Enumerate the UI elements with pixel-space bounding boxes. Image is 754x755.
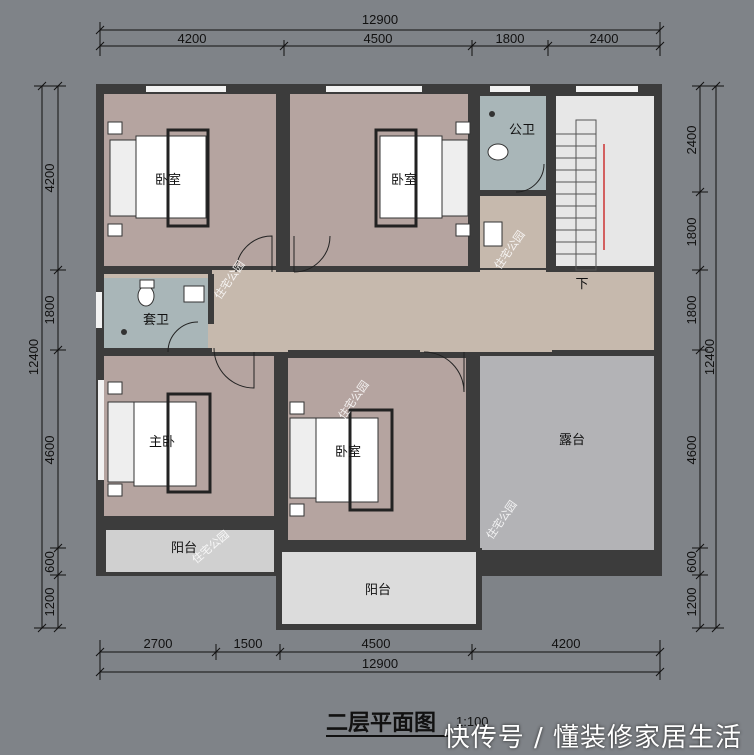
stair-treads: [556, 119, 605, 271]
dim-left-3: 4600: [42, 436, 57, 465]
dim-bottom-4: 4200: [552, 636, 581, 651]
right-dimensions: [692, 81, 724, 633]
stair-down-label: 下: [575, 277, 588, 292]
door-swings: [167, 163, 545, 393]
room-label-public-bath: 公卫: [509, 123, 535, 138]
public-bath: [480, 96, 546, 192]
bed-top-mid: [374, 128, 469, 228]
dim-top-4: 2400: [590, 31, 619, 46]
dim-right-2: 1800: [684, 218, 699, 247]
bed-top-left: [109, 128, 210, 228]
staircase: [556, 96, 654, 266]
drawing-title: 二层平面图: [326, 711, 436, 736]
dim-right-total: 12400: [702, 339, 717, 375]
footer-caption-bar: 快传号 / 懂装修家居生活: [0, 715, 754, 755]
dim-top-total: 12900: [362, 12, 398, 27]
dim-bottom-total: 12900: [362, 656, 398, 671]
dim-left-1: 4200: [42, 164, 57, 193]
windows: [96, 86, 638, 480]
dim-left-total: 12400: [26, 339, 41, 375]
top-dimensions: [95, 22, 665, 56]
dim-bottom-2: 1500: [234, 636, 263, 651]
dim-bottom-3: 4500: [362, 636, 391, 651]
dim-bottom-1: 2700: [144, 636, 173, 651]
dim-right-4: 4600: [684, 436, 699, 465]
room-label-bedroom-top-mid: 卧室: [391, 172, 417, 188]
room-label-bedroom-bottom-mid: 卧室: [335, 444, 361, 460]
bed-master: [107, 392, 212, 494]
dim-left-2: 1800: [42, 296, 57, 325]
bottom-dimensions: [95, 640, 665, 680]
room-label-ensuite-bath: 套卫: [143, 312, 169, 328]
balcony-mid: [282, 552, 476, 624]
terrace: [480, 356, 654, 550]
sanitary-fixtures: [121, 111, 509, 335]
dim-top-3: 1800: [496, 31, 525, 46]
room-label-master-bedroom: 主卧: [149, 435, 175, 450]
room-label-bedroom-top-left: 卧室: [155, 172, 181, 188]
dim-top-1: 4200: [178, 31, 207, 46]
footer-caption: 快传号 / 懂装修家居生活: [443, 722, 742, 753]
left-dimensions: [34, 81, 66, 633]
nightstands: [107, 121, 471, 517]
drawing-scale: 1:100: [456, 714, 489, 729]
room-label-balcony-left: 阳台: [171, 541, 197, 556]
balcony-left: [106, 530, 274, 572]
dim-left-5: 1200: [42, 588, 57, 617]
dim-right-1: 2400: [684, 126, 699, 155]
room-label-balcony-mid: 阳台: [365, 583, 391, 598]
hall-floor: [212, 270, 552, 352]
interior-walls: [104, 94, 662, 550]
dim-left-4: 600: [42, 551, 57, 573]
dim-right-3: 1800: [684, 296, 699, 325]
room-label-terrace: 露台: [559, 433, 585, 448]
dim-right-5: 600: [684, 551, 699, 573]
bed-bottom-mid: [289, 408, 394, 512]
dim-top-2: 4500: [364, 31, 393, 46]
dim-right-6: 1200: [684, 588, 699, 617]
